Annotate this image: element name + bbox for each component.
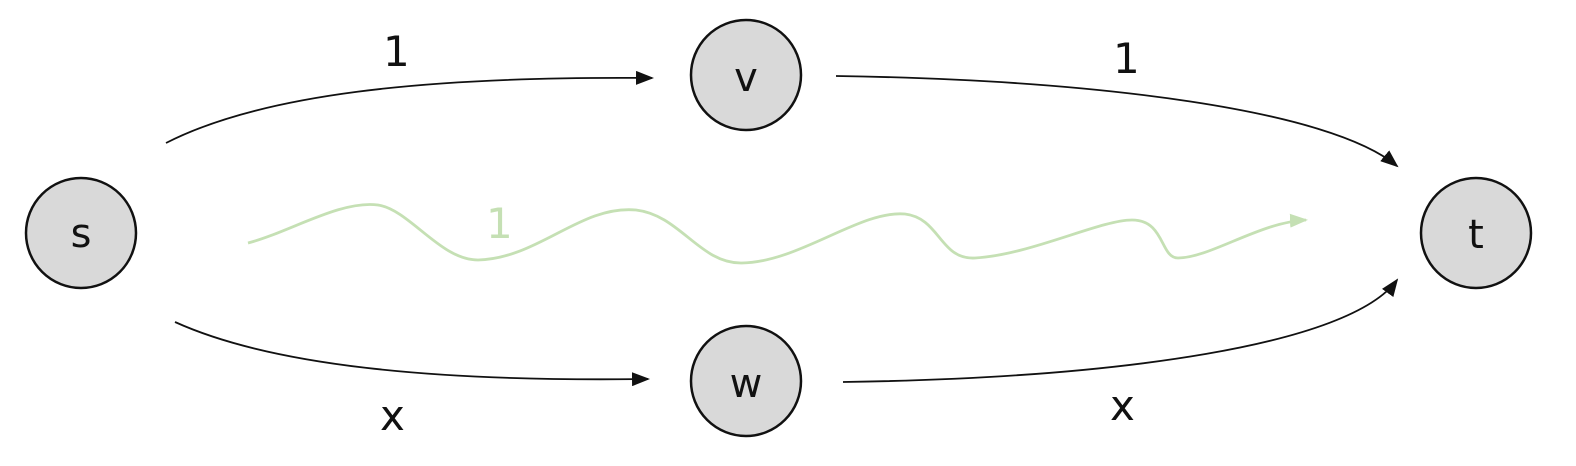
edge-s-v-arrow (165, 70, 654, 144)
node-s: s (24, 176, 138, 290)
node-t: t (1419, 176, 1533, 290)
edge-s-w-capacity: x (380, 391, 405, 440)
node-v-label: v (734, 55, 758, 101)
node-v: v (689, 18, 803, 132)
flow-path-wave (247, 203, 1308, 265)
flow-path-amount: 1 (486, 199, 513, 248)
edge-s-v-capacity: 1 (383, 27, 410, 76)
edge-v-t-capacity: 1 (1113, 34, 1140, 83)
node-w: w (689, 324, 803, 438)
edge-v-t: 1 (835, 34, 1399, 168)
edge-w-t-arrow (842, 278, 1399, 383)
flow-path-s-t: 1 (247, 199, 1308, 265)
edge-s-v: 1 (165, 27, 654, 144)
edge-s-w: x (174, 321, 650, 440)
edge-v-t-arrow (835, 75, 1399, 168)
node-w-label: w (730, 361, 763, 407)
edge-s-w-arrow (174, 321, 650, 387)
node-t-label: t (1468, 212, 1484, 258)
node-s-label: s (71, 211, 92, 257)
edge-w-t: x (842, 278, 1399, 430)
edge-w-t-capacity: x (1110, 381, 1135, 430)
